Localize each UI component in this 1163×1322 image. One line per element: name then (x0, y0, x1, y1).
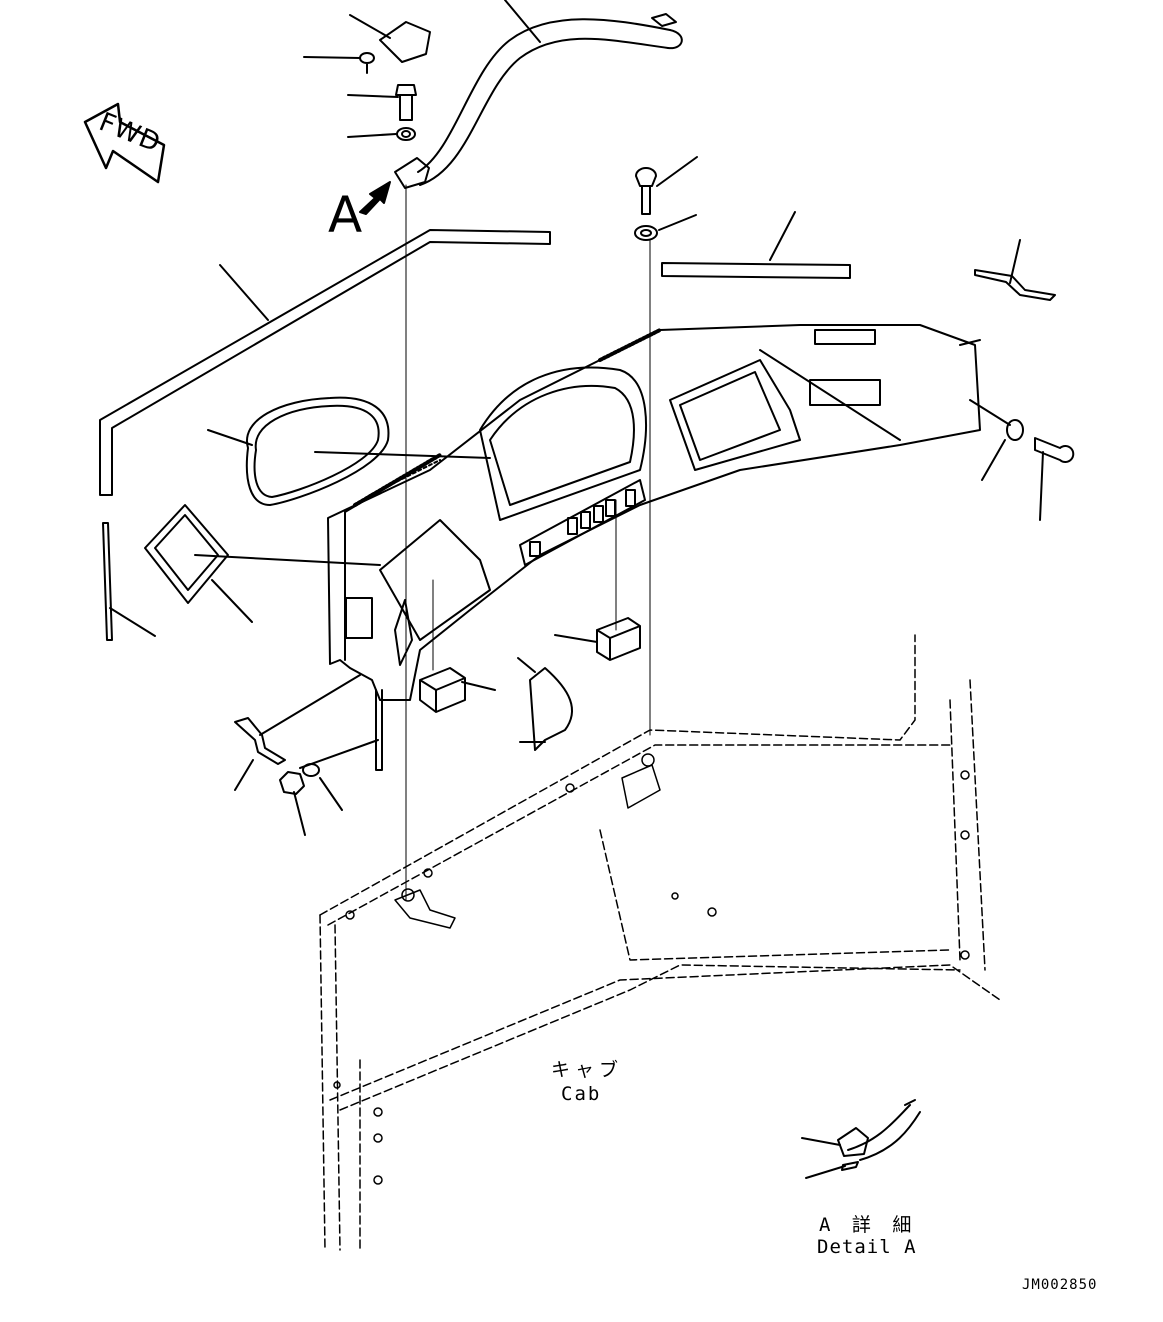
strip-vertical-left (103, 523, 112, 640)
block-left (420, 668, 465, 712)
strip-top-right (662, 263, 850, 278)
view-arrow-icon (360, 182, 390, 214)
bolt-right (1035, 438, 1073, 462)
block-right (597, 618, 640, 660)
screw-small (360, 53, 374, 73)
weatherstrip-left (100, 230, 550, 495)
drawing-code: JM002850 (1022, 1277, 1098, 1293)
detail-label-en: Detail A (817, 1236, 917, 1258)
view-a-label: A (328, 186, 363, 244)
grab-handle (395, 14, 682, 188)
fwd-arrow-icon (85, 104, 164, 182)
corner-cover (530, 668, 572, 750)
cab-label-jp: キャブ (551, 1059, 624, 1081)
detail-a-handle (802, 1100, 920, 1178)
bracket-right (975, 270, 1055, 300)
bracket-lower (235, 718, 285, 764)
bolt (396, 85, 416, 120)
glass-seal (145, 505, 228, 603)
cab-frame (320, 635, 1000, 1250)
gauge-seal (247, 398, 389, 505)
cap-clip (380, 22, 430, 62)
dashboard-panel (328, 325, 980, 770)
screw-top-right (636, 168, 656, 214)
nut (280, 772, 304, 794)
cab-details (334, 754, 969, 1184)
detail-label-jp: A 詳 細 (819, 1214, 917, 1236)
cab-label-en: Cab (561, 1083, 602, 1105)
washer-inner (402, 131, 410, 137)
washer (397, 128, 415, 140)
